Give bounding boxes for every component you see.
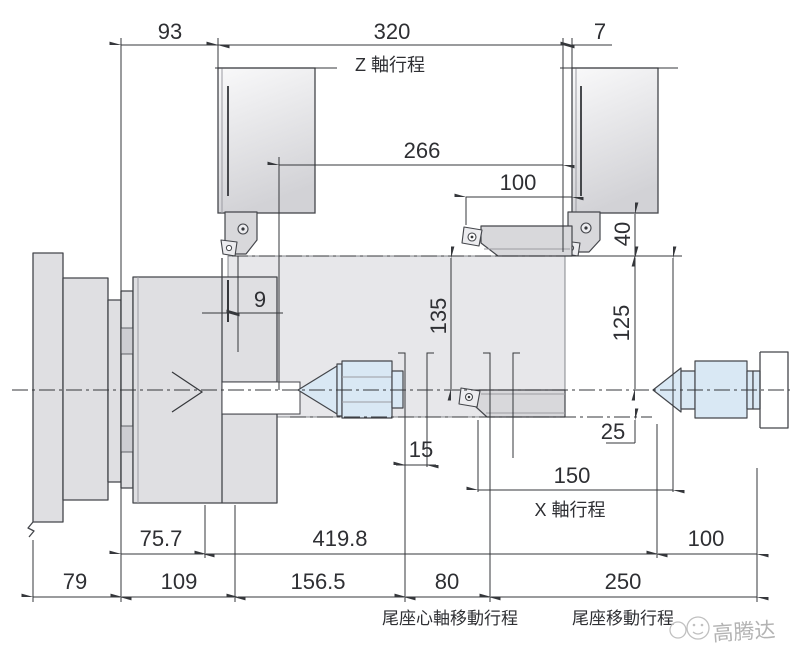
- left-turret: [217, 67, 316, 257]
- dim-320: 320: [374, 19, 411, 44]
- spindle-flange: [62, 277, 109, 501]
- dim-93: 93: [158, 19, 182, 44]
- chuck-jaw-bottom: [120, 425, 134, 453]
- dim-40: 40: [610, 222, 635, 246]
- break-line-mark: [27, 521, 35, 538]
- spindle-center-chevron-icon: [171, 371, 204, 413]
- dimension-lines: [33, 45, 757, 597]
- watermark-face-icon: [669, 621, 687, 639]
- upper-boring-tool-body: [480, 225, 573, 257]
- watermark-face-icon: [686, 616, 710, 640]
- spindle-bore-slot: [221, 381, 301, 415]
- chuck-jaw-top: [120, 327, 134, 355]
- x-axis-travel-label: X 軸行程: [534, 500, 605, 520]
- tailstock-travel-caption: 尾座移動行程: [572, 609, 674, 628]
- right-turret-block: [571, 67, 659, 214]
- dim-419-8: 419.8: [312, 526, 367, 551]
- lower-boring-tool: [458, 387, 566, 418]
- right-turret: [563, 67, 659, 257]
- dim-266: 266: [404, 138, 441, 163]
- motor-housing: [32, 252, 64, 523]
- left-turret-block: [217, 67, 316, 214]
- dim-150: 150: [554, 463, 591, 488]
- dim-156-5: 156.5: [290, 569, 345, 594]
- dimension-labels: 93 320 7 Z 軸行程 266 100 40 9 135 125 15 2…: [63, 19, 725, 628]
- centerlines: [12, 255, 790, 418]
- dim-80: 80: [435, 569, 459, 594]
- upper-boring-tool: [461, 225, 573, 257]
- watermark: 高腾达: [669, 616, 776, 646]
- dim-135: 135: [426, 298, 451, 335]
- watermark-text: 高腾达: [712, 619, 776, 646]
- dim-109: 109: [161, 569, 198, 594]
- z-axis-travel-label: Z 軸行程: [355, 55, 425, 75]
- dim-125: 125: [609, 305, 634, 342]
- dim-9: 9: [254, 287, 266, 312]
- dim-7: 7: [594, 19, 606, 44]
- dim-15: 15: [409, 437, 433, 462]
- dim-79: 79: [63, 569, 87, 594]
- dim-75-7: 75.7: [140, 526, 183, 551]
- dim-250: 250: [605, 569, 642, 594]
- dim-100-tool: 100: [500, 170, 537, 195]
- tailstock-quill-travel-caption: 尾座心軸移動行程: [382, 609, 518, 628]
- dim-100-tailstock: 100: [688, 526, 725, 551]
- dim-25: 25: [601, 419, 625, 444]
- chuck-ring-outer: [107, 299, 122, 483]
- quill-position-brackets: [398, 352, 520, 602]
